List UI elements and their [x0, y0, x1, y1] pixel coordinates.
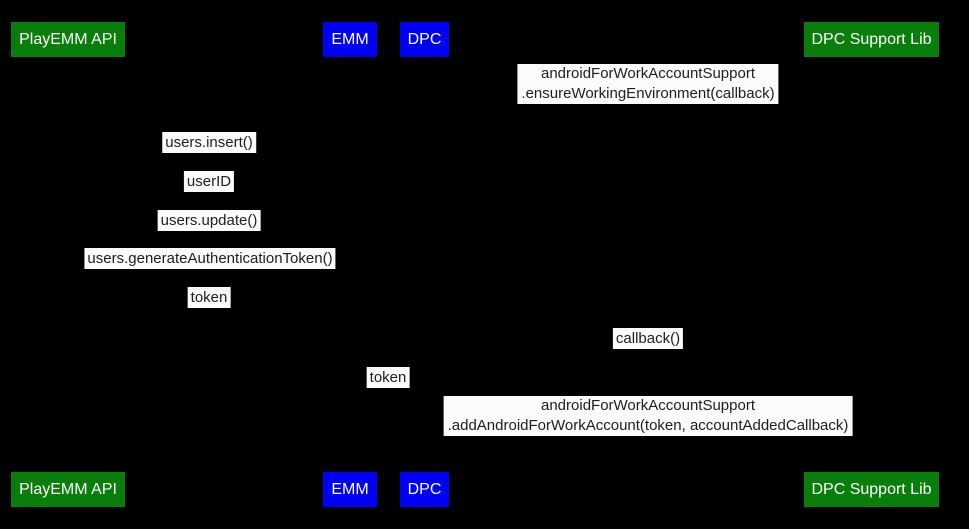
message-add-android-for-work-account: androidForWorkAccountSupport .addAndroid… — [443, 396, 853, 436]
participant-top-emm: EMM — [323, 22, 377, 57]
message-line: .ensureWorkingEnvironment(callback) — [521, 85, 775, 102]
message-line: androidForWorkAccountSupport — [540, 65, 755, 82]
participant-top-dpc: DPC — [400, 22, 449, 57]
message-token-forward: token — [366, 367, 410, 388]
message-line: .addAndroidForWorkAccount(token, account… — [447, 417, 849, 434]
message-generate-authentication-token: users.generateAuthenticationToken() — [84, 248, 336, 269]
message-users-insert: users.insert() — [162, 132, 256, 153]
message-ensure-working-environment: androidForWorkAccountSupport .ensureWork… — [517, 64, 779, 104]
message-users-update: users.update() — [157, 210, 261, 231]
participant-bottom-emm: EMM — [323, 472, 377, 507]
participant-bottom-playemm-api: PlayEMM API — [11, 472, 125, 507]
participant-top-dpc-support-lib: DPC Support Lib — [804, 22, 939, 57]
participant-bottom-dpc: DPC — [400, 472, 449, 507]
message-user-id: userID — [183, 171, 235, 192]
message-line: androidForWorkAccountSupport — [541, 397, 755, 414]
message-token-return: token — [187, 287, 231, 308]
participant-bottom-dpc-support-lib: DPC Support Lib — [804, 472, 939, 507]
message-callback: callback() — [612, 328, 684, 349]
participant-top-playemm-api: PlayEMM API — [11, 22, 125, 57]
